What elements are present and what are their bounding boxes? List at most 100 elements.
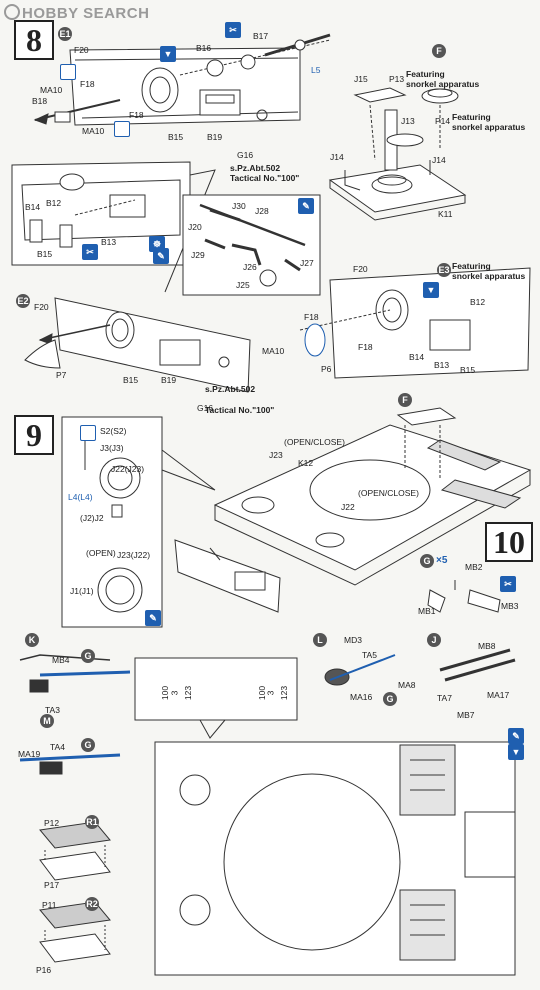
cut-icon-2: ✂ [82,244,98,260]
part-b13-2: B13 [434,360,450,370]
feature-note-3: Featuring [452,112,491,122]
hatch-open-close-note-2: (OPEN/CLOSE) [358,488,419,498]
part-f20: F20 [74,45,89,55]
step-9-number: 9 [14,415,54,455]
part-p16: P16 [36,965,52,975]
part-b18: B18 [32,96,48,106]
part-ma10-3: MA10 [262,346,285,356]
part-g16-2: G16 [197,403,214,413]
part-l5: L5 [311,65,321,75]
part-b12: B12 [46,198,62,208]
part-f18-3: F18 [304,312,319,322]
part-b19-2: B19 [161,375,177,385]
feature-note-2: snorkel apparatus [406,79,480,89]
tool-icon: ✎ [153,248,169,264]
marking-unit-2: s.Pz.Abt.502 [205,384,256,394]
decal-digit-6: 123 [279,685,290,701]
part-f20-3: F20 [353,264,368,274]
arrow-down-icon-3: ▼ [508,744,524,760]
part-ma16: MA16 [350,692,373,702]
part-mb1: MB1 [418,606,436,616]
part-j28: J28 [255,206,269,216]
sprue-e1-badge: E1 [58,27,72,41]
part-mb2: MB2 [465,562,483,572]
part-j22-2: J22 [341,502,355,512]
sprue-k-badge: K [25,633,39,647]
marking-tactical-number-2: Tactical No."100" [205,405,275,415]
cut-icon-3: ✂ [500,576,516,592]
sprue-r1-badge: R1 [85,815,99,829]
part-p6: P6 [321,364,332,374]
part-g16: G16 [237,150,254,160]
glue-icon [60,64,76,80]
part-ma17: MA17 [487,690,510,700]
quantity-times-5: ×5 [436,555,448,566]
part-b19: B19 [207,132,223,142]
glue-icon-2 [114,121,130,137]
part-b17: B17 [253,31,269,41]
feature-note-4: snorkel apparatus [452,122,526,132]
part-ma10-2: MA10 [82,126,105,136]
sprue-l-badge: L [313,633,327,647]
part-f18-4: F18 [358,342,373,352]
cut-icon: ✂ [225,22,241,38]
hatch-open-note: (OPEN) [86,548,116,558]
part-ta3: TA3 [45,705,60,715]
feature-note-6: snorkel apparatus [452,271,526,281]
marking-unit: s.Pz.Abt.502 [230,163,281,173]
part-p17: P17 [44,880,60,890]
step-8-number: 8 [14,20,54,60]
part-j13: J13 [401,116,415,126]
decal-digit-2: 3 [169,690,180,696]
part-j23: J23(J22) [117,550,151,560]
part-b15-3: B15 [123,375,139,385]
part-f20-2: F20 [34,302,49,312]
part-j20: J20 [188,222,202,232]
part-md3: MD3 [344,635,362,645]
step-10-number: 10 [485,522,533,562]
part-p13: P13 [389,74,405,84]
part-b14: B14 [25,202,41,212]
part-b13: B13 [101,237,117,247]
part-mb3: MB3 [501,601,519,611]
sprue-e3-badge: E3 [437,263,451,277]
part-mb8: MB8 [478,641,496,651]
sprue-j-badge: J [427,633,441,647]
sprue-g-badge-2: G [81,738,95,752]
arrow-down-icon: ▼ [160,46,176,62]
part-k12: K12 [298,458,314,468]
part-j2: (J2)J2 [80,513,104,523]
part-j30: J30 [232,201,246,211]
part-ta7: TA7 [437,693,452,703]
tool-icon-4: ✎ [508,728,524,744]
part-b15-4: B15 [460,365,476,375]
part-ma8: MA8 [398,680,416,690]
part-mb4: MB4 [52,655,70,665]
part-j29: J29 [191,250,205,260]
part-j22: J22(J23) [111,464,145,474]
part-b15-2: B15 [37,249,53,259]
part-j23-2: J23 [269,450,283,460]
part-p7: P7 [56,370,67,380]
part-mb7: MB7 [457,710,475,720]
part-k11: K11 [438,209,453,219]
sprue-m-badge: M [40,714,54,728]
hobby-search-logo-icon [4,4,20,20]
part-p12: P12 [44,818,60,828]
decal-digit-5: 3 [265,690,276,696]
feature-note: Featuring [406,69,445,79]
tool-icon-2: ✎ [298,198,314,214]
sprue-f-badge: F [432,44,446,58]
part-j15: J15 [354,74,368,84]
part-f18-2: F18 [129,110,144,120]
part-ta5: TA5 [362,650,377,660]
marking-tactical-number: Tactical No."100" [230,173,300,183]
part-ma10: MA10 [40,85,63,95]
feature-note-5: Featuring [452,261,491,271]
part-j14: J14 [330,152,344,162]
decal-digit-3: 123 [183,685,194,701]
option-icon: ☸ [149,236,165,252]
part-j3: J3(J3) [100,443,124,453]
part-b16: B16 [196,43,212,53]
